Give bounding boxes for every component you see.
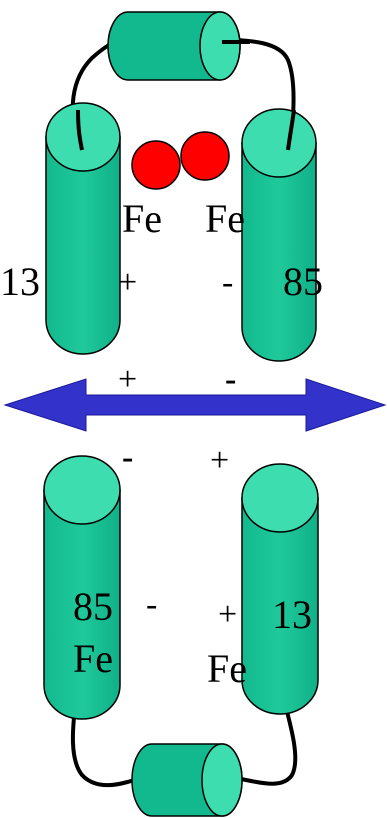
- bottom-fe-left: Fe: [73, 636, 113, 681]
- bottom-fe-right: Fe: [207, 646, 247, 691]
- iron-atom-left: [132, 141, 180, 189]
- middle-charge-upper-left: +: [118, 361, 137, 398]
- middle-charge-upper-right: -: [225, 361, 236, 398]
- top-right-helix: [242, 109, 316, 361]
- middle-charge-lower-right: +: [210, 442, 229, 479]
- bottom-charge-right: +: [218, 596, 237, 633]
- bottom-charge-left: -: [146, 586, 157, 623]
- top-charge-left: +: [118, 264, 137, 301]
- top-left-helix-number: 13: [0, 259, 40, 304]
- top-right-helix-number: 85: [283, 259, 323, 304]
- bottom-right-helix-number: 13: [272, 592, 312, 637]
- top-left-helix: [46, 103, 120, 354]
- top-connector-cylinder: [108, 12, 240, 80]
- top-fe-left: Fe: [122, 196, 162, 241]
- iron-atom-right: [181, 132, 229, 180]
- double-arrow: [5, 379, 385, 431]
- top-charge-right: -: [222, 264, 233, 301]
- middle-charge-lower-left: -: [122, 439, 133, 476]
- bottom-connector-cylinder: [132, 744, 242, 816]
- bottom-right-helix: [242, 464, 318, 714]
- top-fe-right: Fe: [205, 196, 245, 241]
- bottom-left-helix-number: 85: [73, 584, 113, 629]
